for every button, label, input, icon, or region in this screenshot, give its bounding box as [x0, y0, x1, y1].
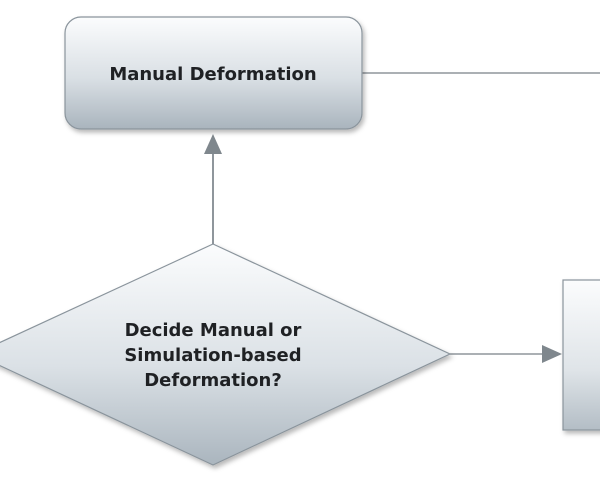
- decision-label-line-2: Simulation-based: [124, 345, 301, 366]
- decision-label-line-1: Decide Manual or: [125, 320, 302, 341]
- manual-deformation-box: [64, 16, 363, 130]
- arrowhead-up: [204, 134, 222, 154]
- manual-deformation-label: Manual Deformation: [109, 64, 316, 85]
- decision-diamond: [0, 243, 452, 466]
- arrowhead-right: [542, 345, 562, 363]
- decision-label-line-3: Deformation?: [144, 370, 282, 391]
- offscreen-process-box: [562, 279, 600, 431]
